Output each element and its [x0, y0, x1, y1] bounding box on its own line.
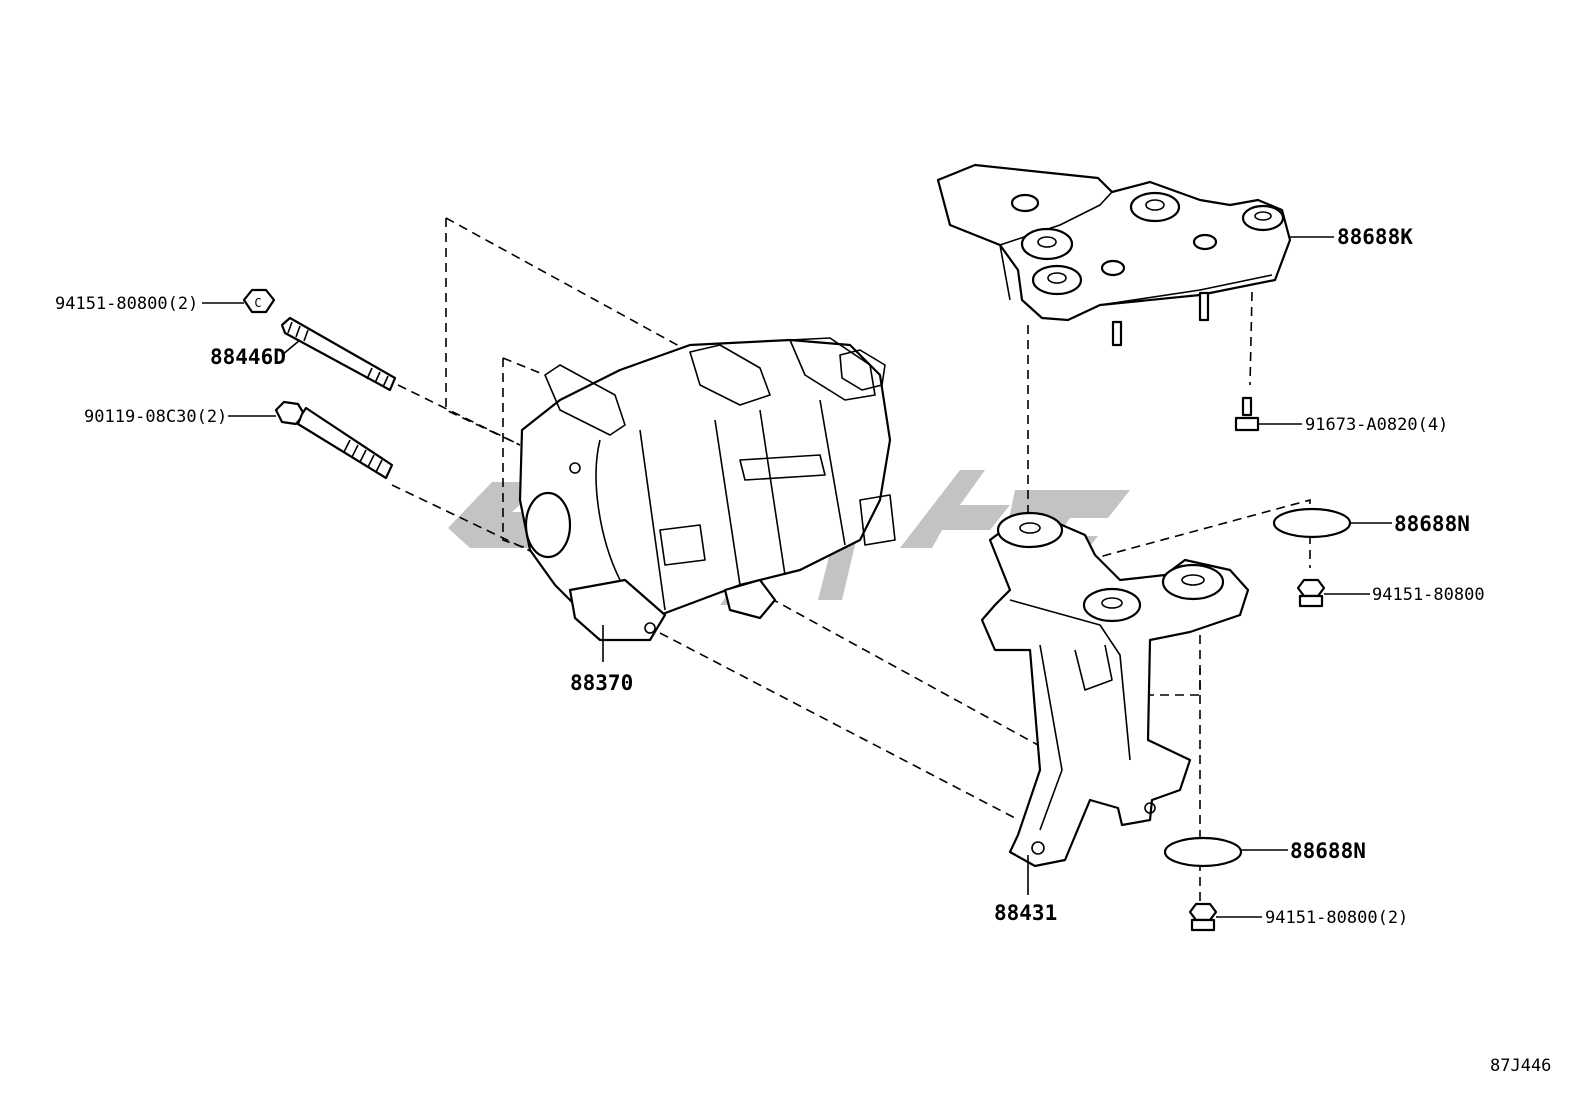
nut-letter: C: [254, 296, 261, 310]
nut-upper: [1296, 578, 1326, 608]
flange-bolt-small: [1234, 396, 1260, 432]
label-compressor: 88370: [570, 671, 633, 695]
upper-bracket: [936, 163, 1292, 347]
stud-bolt: [280, 316, 397, 392]
mount-bracket: [980, 511, 1250, 868]
label-mount-bracket: 88431: [994, 901, 1057, 925]
hex-bolt: [274, 400, 394, 480]
label-nut-lower: 94151-80800(2): [1265, 908, 1408, 928]
compressor-body: [518, 337, 896, 642]
leader-lines: [202, 236, 1392, 918]
label-washer-upper: 88688N: [1394, 512, 1470, 536]
label-hex-bolt: 90119-08C30(2): [84, 407, 227, 427]
label-nut-upper: 94151-80800: [1372, 585, 1485, 605]
assembly-lines: [391, 217, 1311, 908]
label-washer-lower: 88688N: [1290, 839, 1366, 863]
label-upper-bracket: 88688K: [1337, 225, 1413, 249]
washer-lower: [1163, 836, 1243, 868]
label-nut-top-left: 94151-80800(2): [55, 294, 198, 314]
label-flange-bolt-small: 91673-A0820(4): [1305, 415, 1448, 435]
diagram-id: 87J446: [1490, 1056, 1551, 1076]
nut-lower: [1188, 902, 1218, 932]
flange-nut-top-left: C: [242, 288, 276, 314]
label-stud-bolt: 88446D: [210, 345, 286, 369]
washer-upper: [1272, 507, 1352, 539]
